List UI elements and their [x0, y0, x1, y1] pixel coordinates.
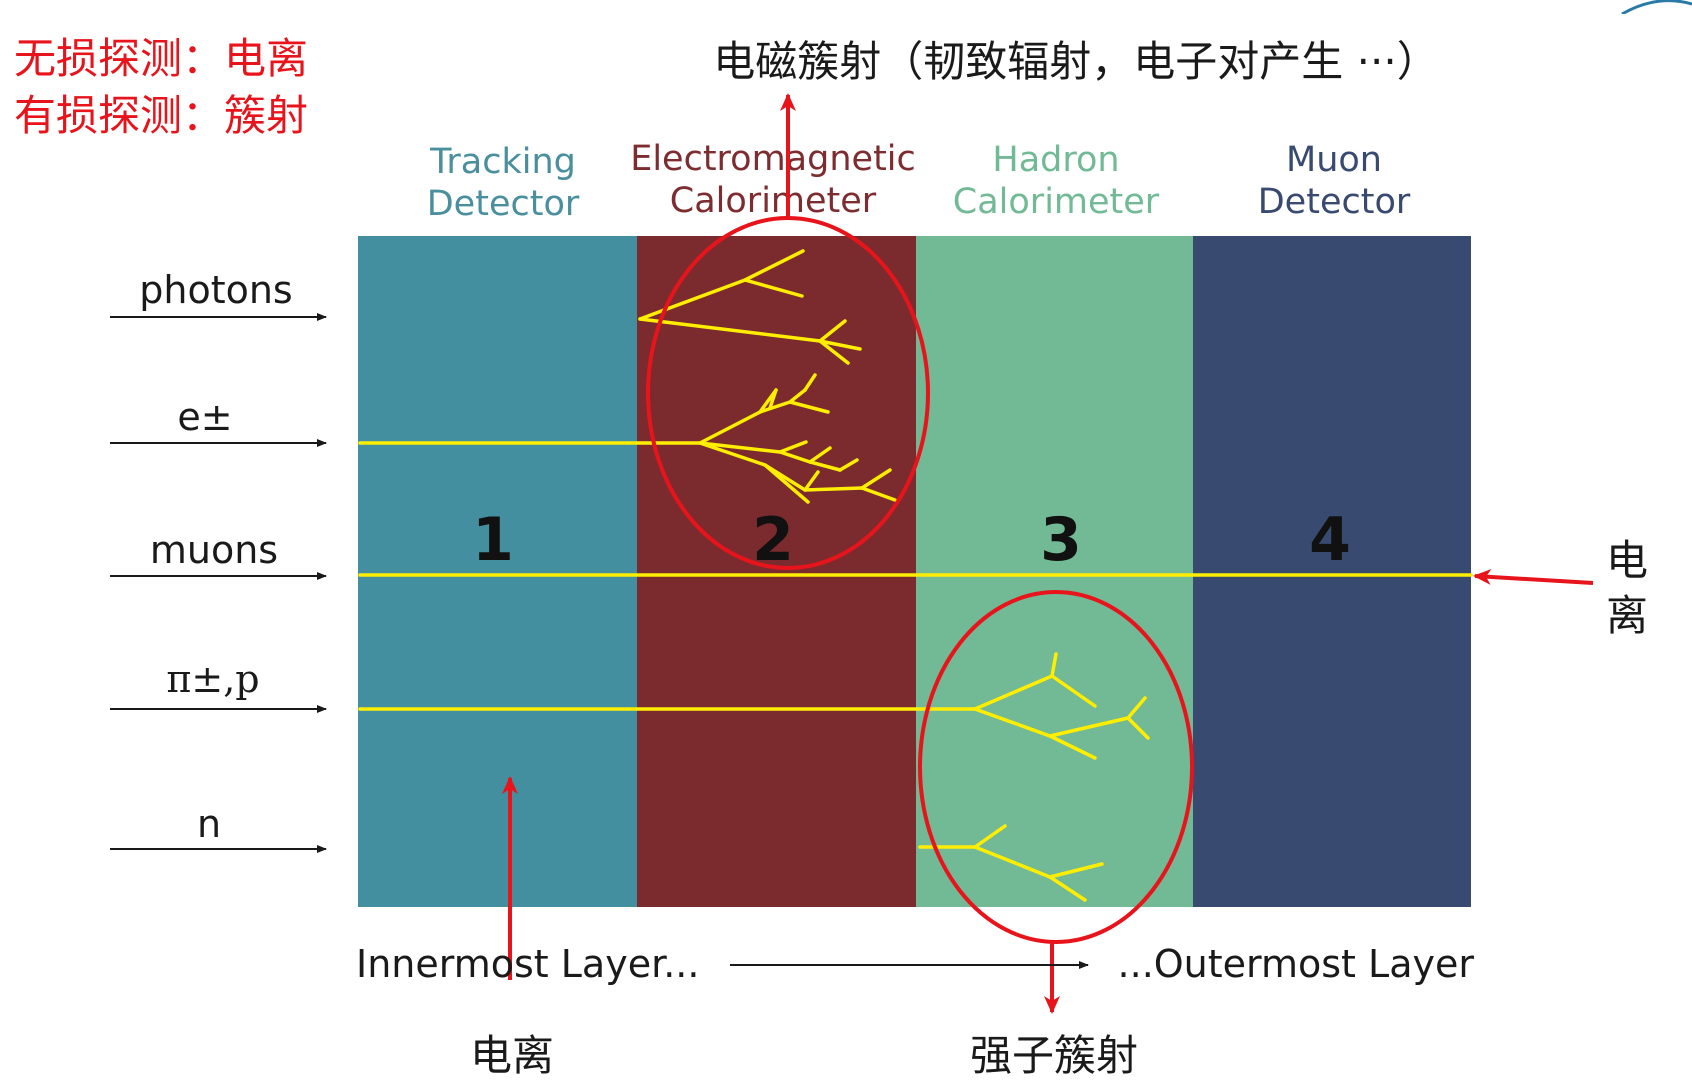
- outermost-layer-label: ...Outermost Layer: [1118, 942, 1475, 986]
- particle-label-neutrons: n: [197, 802, 221, 846]
- layer-title-tracking-2: Detector: [427, 184, 580, 224]
- innermost-layer-label: Innermost Layer...: [356, 942, 699, 986]
- em-shower-caption: 电磁簇射（韧致辐射，电子对产生 ···）: [713, 37, 1438, 86]
- layer-band-tracking: [358, 236, 637, 907]
- particle-label-photons: photons: [139, 268, 292, 312]
- pion-hadron-shower: [973, 652, 1150, 760]
- note-lossy: 有损探测：簇射: [14, 91, 308, 140]
- particle-label-electrons: e±: [177, 395, 232, 439]
- layer-title-em-2: Calorimeter: [670, 181, 877, 221]
- electron-em-shower: [698, 373, 897, 504]
- layer-band-hadron-calorimeter: [916, 236, 1193, 907]
- ionization-bottom-label: 电离: [470, 1031, 554, 1080]
- layer-title-tracking-1: Tracking: [429, 142, 576, 182]
- layer-title-em-1: Electromagnetic: [630, 139, 916, 179]
- layer-title-hadron-1: Hadron: [992, 140, 1119, 180]
- layer-title-muon-1: Muon: [1286, 140, 1382, 180]
- hadron-shower-highlight: [918, 590, 1194, 944]
- photon-em-shower: [638, 249, 862, 365]
- layer-title-muon-2: Detector: [1258, 182, 1411, 222]
- layer-title-hadron-2: Calorimeter: [953, 182, 1160, 222]
- logo-fragment: [1602, 0, 1692, 14]
- ionization-right-label-1: 电: [1606, 536, 1648, 585]
- layer-number-1: 1: [472, 505, 514, 575]
- ionization-right-arrow: [1473, 568, 1594, 585]
- layer-band-em-calorimeter: [637, 236, 916, 907]
- particle-label-muons: muons: [150, 528, 278, 572]
- layer-number-4: 4: [1309, 505, 1351, 575]
- hadron-shower-label: 强子簇射: [970, 1031, 1138, 1080]
- layer-number-3: 3: [1040, 505, 1082, 575]
- layer-band-muon-detector: [1193, 236, 1471, 907]
- neutron-hadron-shower: [918, 824, 1104, 902]
- particle-label-pions-protons: π±,p: [166, 657, 259, 701]
- note-lossless: 无损探测：电离: [14, 34, 308, 83]
- ionization-right-label-2: 离: [1606, 591, 1648, 640]
